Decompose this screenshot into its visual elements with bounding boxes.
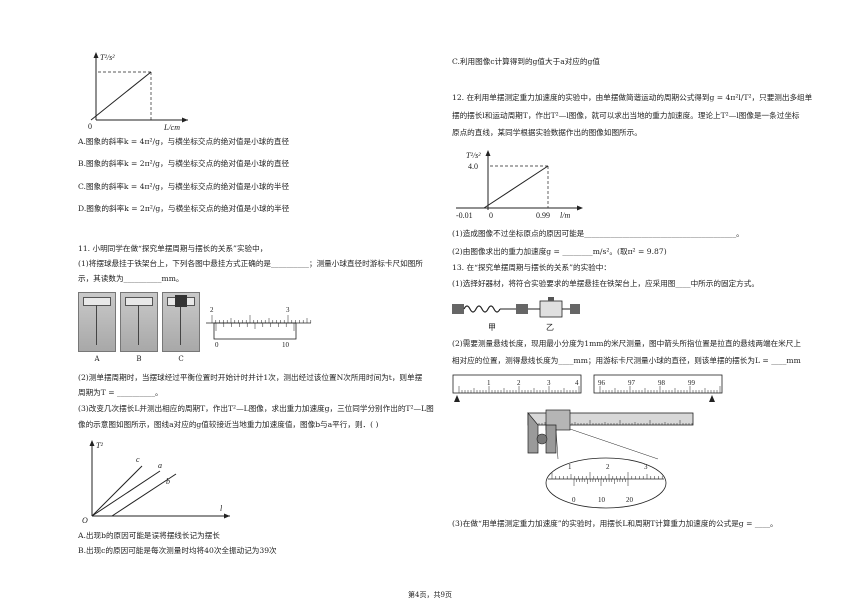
ruler-left-1: 1 (487, 379, 491, 387)
q10-option-a: A.图象的斜率k = 4π²/g，与横坐标交点的绝对值是小球的直径 (78, 137, 290, 146)
q13-caliper-main-3: 3 (644, 463, 648, 471)
pendulum-photo-c: C (162, 292, 200, 363)
q12-sub1: (1)造成图像不过坐标原点的原因可能是_____________________… (452, 229, 744, 238)
graph2-line-c (91, 465, 143, 517)
q11-stem: 11. 小明同学在做“探究单摆周期与摆长的关系”实验中， (78, 244, 268, 253)
q13-stem: 13. 在“探究单摆周期与摆长的关系”的实验中： (452, 263, 611, 272)
ruler-left-3: 3 (547, 379, 551, 387)
mount-label-jia: 甲 (488, 323, 496, 332)
q11-part1-line2: 示，其读数为__________mm。 (78, 274, 184, 283)
ruler-left-2: 2 (517, 379, 521, 387)
q11-part2-line1: (2)测单摆周期时，当摆球经过平衡位置时开始计时并计1次，测出经过该位置N次所用… (78, 373, 423, 382)
q12-graph-x-neg: -0.01 (456, 211, 473, 220)
graph2-label-c: c (136, 455, 140, 464)
meter-ruler-left: 1 2 3 4 (452, 374, 582, 402)
ruler-right-99: 99 (688, 379, 696, 387)
graph2-ylabel: T² (96, 441, 103, 450)
graph-t2-l-q10: T²/s² L/cm 0 (88, 52, 188, 132)
graph-t2-l-q12: T²/s² 4.0 -0.01 0 0.99 l/m (456, 150, 583, 220)
q12-graph-y-value: 4.0 (468, 162, 478, 171)
graph2-xlabel: l (220, 504, 223, 513)
graph2-line-a (91, 470, 161, 517)
ruler-right-97: 97 (628, 379, 636, 387)
q13-caliper-vernier-0: 0 (572, 496, 576, 504)
q13-sub2-line2: 相对应的位置，测得悬线长度为____mm；用游标卡尺测量小球的直径，则该单摆的摆… (452, 356, 801, 365)
q11-caliper-main-2: 2 (210, 306, 214, 314)
page-footer: 第4页，共9页 (408, 591, 452, 599)
q10-option-d: D.图象的斜率k = 2π²/g，与横坐标交点的绝对值是小球的半径 (78, 204, 290, 213)
q12-graph-x-value: 0.99 (536, 211, 550, 220)
q11-caliper-main-3: 3 (286, 306, 290, 314)
graph2-label-a: a (158, 461, 162, 470)
q11-part3-line1: (3)改变几次摆长L并测出相应的周期T，作出T²—L图像，求出重力加速度g，三位… (78, 404, 434, 413)
q11-option-b: B.出现c的原因可能是每次测量时均将40次全振动记为39次 (78, 546, 277, 555)
caliper-ball (536, 433, 548, 445)
vernier-caliper-q13: 1 2 3 0 10 20 (527, 409, 694, 509)
ruler-left-4: 4 (575, 379, 579, 387)
graph2-label-b: b (166, 477, 170, 486)
q12-sub2: (2)由图像求出的重力加速度g = ________m/s²。(取π² = 9.… (452, 247, 667, 256)
meter-ruler-right: 96 97 98 99 (593, 374, 723, 402)
q11-caliper-vernier-0: 0 (215, 341, 219, 349)
q13-caliper-vernier-20: 20 (626, 496, 634, 504)
q11-part1-line1: (1)将摆球悬挂于铁架台上，下列各图中悬挂方式正确的是__________；测量… (78, 259, 423, 268)
q13-sub3: (3)在做“用单摆测定重力加速度”的实验时，用摆长L和周期T计算重力加速度的公式… (452, 519, 778, 528)
q12-line1: 12. 在利用单摆测定重力加速度的实验中，由单摆做简谐运动的周期公式得到g = … (452, 93, 813, 102)
graph1-origin: 0 (88, 122, 92, 131)
graph1-ylabel: T²/s² (100, 53, 115, 62)
ruler-right-98: 98 (658, 379, 666, 387)
q11-option-c: C.利用图像c计算得到的g值大于a对应的g值 (452, 57, 600, 66)
q13-sub1: (1)选择好器材，将符合实验要求的单摆悬挂在铁架台上，应采用图____中所示的固… (452, 279, 759, 288)
q12-graph-ylabel: T²/s² (466, 151, 481, 160)
ruler-right-arrow (709, 395, 715, 402)
graph2-origin: O (82, 516, 88, 525)
q10-option-b: B.图象的斜率k = 2π²/g，与横坐标交点的绝对值是小球的直径 (78, 159, 290, 168)
graph-t2-l-q11: T² l O c a b (82, 440, 230, 525)
q12-line3: 原点的直线，某同学根据实验数据作出的图像如图所示。 (452, 128, 642, 137)
q11-caliper-vernier-10: 10 (282, 341, 290, 349)
q12-line2: 摆的摆长l和运动周期T，作出T²—l图像，就可以求出当地的重力加速度。理论上T²… (452, 111, 800, 120)
q12-graph-xlabel: l/m (560, 211, 570, 220)
vernier-caliper-q11: 2 3 0 10 (206, 306, 312, 349)
q13-caliper-main-1: 1 (568, 463, 572, 471)
graph2-line-b (111, 473, 177, 517)
q13-caliper-main-2: 2 (606, 463, 610, 471)
pendulum-photo-a: A (78, 292, 116, 363)
q13-sub2-line1: (2)需要测量悬线长度，现用最小分度为1mm的米尺测量，图中箭头所指位置是拉直的… (452, 339, 801, 348)
q12-graph-origin: 0 (489, 211, 493, 220)
q11-part3-line2: 像的示意图如图所示，图线a对应的g值较接近当地重力加速度值，图像b与a平行，则．… (78, 420, 379, 429)
ruler-left-arrow (454, 395, 460, 402)
q10-option-c: C.图象的斜率k = 4π²/g，与横坐标交点的绝对值是小球的半径 (78, 182, 290, 191)
q11-part2-line2: 周期为T = __________。 (78, 388, 163, 397)
q11-option-a: A.出现b的原因可能是误将摆线长记为摆长 (78, 531, 220, 540)
ruler-right-96: 96 (598, 379, 606, 387)
graph1-xlabel: L/cm (163, 123, 180, 132)
pendulum-photo-b: B (120, 292, 158, 363)
pendulum-mount-figures: 甲 乙 (452, 297, 580, 332)
mount-label-yi: 乙 (546, 323, 554, 332)
q13-caliper-vernier-10: 10 (598, 496, 606, 504)
